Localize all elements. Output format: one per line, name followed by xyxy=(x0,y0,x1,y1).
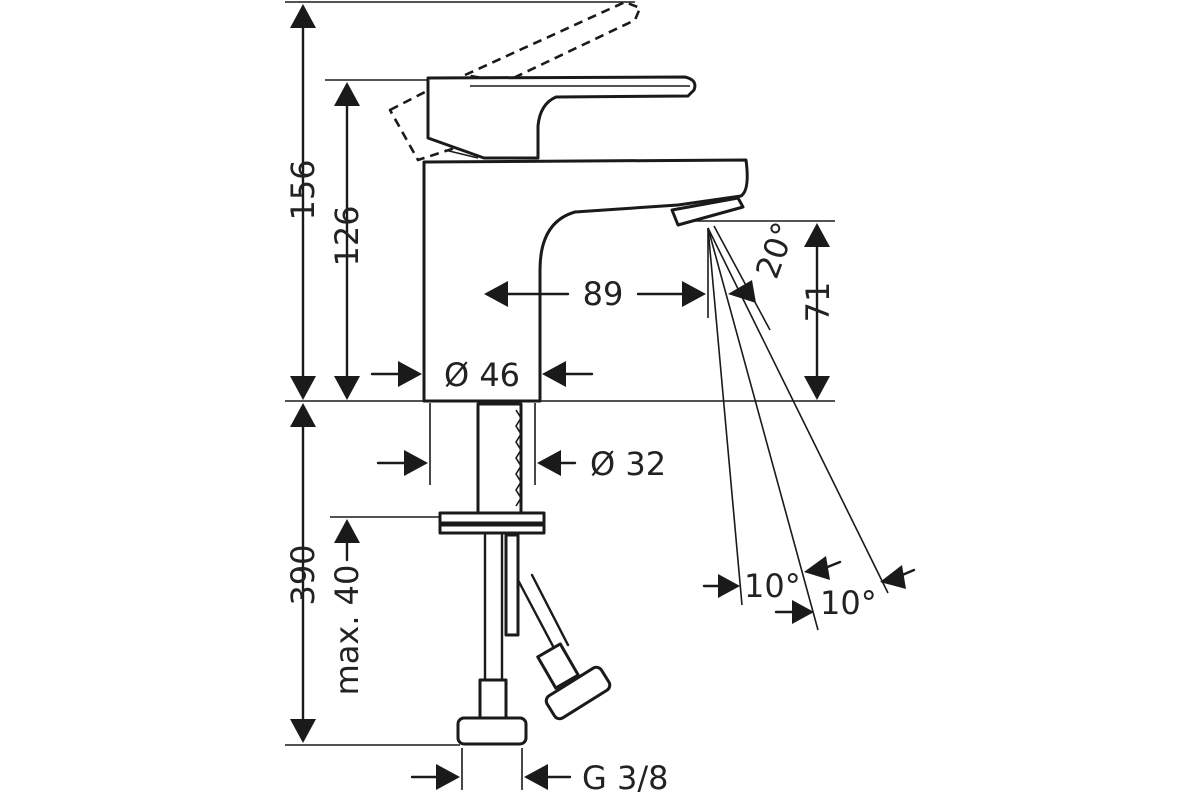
arrowhead-126-top xyxy=(334,82,360,106)
shank-thread xyxy=(515,409,522,507)
arrowhead-156-top xyxy=(290,4,316,28)
hose-cold-nut xyxy=(456,716,528,746)
lever-hub-edge xyxy=(444,149,479,159)
lever-handle xyxy=(426,75,697,160)
arrowhead-g38-right xyxy=(524,764,548,790)
extension-lines xyxy=(285,1,835,790)
hose-hot-ferrule xyxy=(536,642,580,690)
arrowhead-46-right xyxy=(542,361,566,387)
arrowhead-89-right xyxy=(682,281,706,307)
arrowhead-20deg xyxy=(728,280,756,303)
arrowhead-156-bottom xyxy=(290,376,316,400)
lever-raised-position xyxy=(388,0,642,162)
arrowhead-32-left xyxy=(404,450,428,476)
arrowhead-10b-left xyxy=(792,600,814,624)
spray-lines xyxy=(707,225,889,631)
installation-parts xyxy=(438,402,612,746)
arrowhead-max40 xyxy=(334,519,360,543)
label-max-40: max. 40 xyxy=(328,565,366,696)
dimension-labels: 156 126 390 max. 40 71 20° 89 Ø 46 Ø 32 … xyxy=(284,159,877,797)
aerator xyxy=(670,196,745,227)
dimension-lines xyxy=(290,4,916,790)
arrowhead-390-top xyxy=(290,403,316,427)
spray-line-1 xyxy=(707,227,743,606)
faucet-body xyxy=(422,158,749,403)
hose-hot-nut xyxy=(544,665,612,721)
label-126: 126 xyxy=(328,205,366,266)
arrowhead-10b-right xyxy=(880,565,906,589)
label-diameter-32: Ø 32 xyxy=(590,445,666,483)
label-g-3-8: G 3/8 xyxy=(582,759,668,797)
spray-line-3 xyxy=(707,227,889,594)
spray-line-2 xyxy=(707,227,819,631)
lever-raised-handle xyxy=(463,0,642,84)
label-10-degrees-b: 10° xyxy=(820,584,877,622)
label-156: 156 xyxy=(284,159,322,220)
spray-line-4 xyxy=(713,225,771,331)
arrowhead-71-top xyxy=(804,223,830,247)
label-89: 89 xyxy=(583,275,624,313)
hose-cold-ferrule xyxy=(478,678,508,722)
threaded-rod xyxy=(504,533,520,637)
label-10-degrees-a: 10° xyxy=(744,567,801,605)
threaded-shank xyxy=(476,402,523,516)
arrowhead-10a-right xyxy=(804,556,830,580)
arrowhead-71-bottom xyxy=(804,376,830,400)
label-diameter-46: Ø 46 xyxy=(444,356,520,394)
hose-hot-lower xyxy=(530,573,570,647)
arrowhead-g38-left xyxy=(436,764,460,790)
arrowhead-126-bottom xyxy=(334,376,360,400)
arrowhead-390-bottom xyxy=(290,719,316,743)
label-390: 390 xyxy=(284,544,322,605)
arrowhead-10a-left xyxy=(718,574,740,598)
fixing-nut xyxy=(438,523,546,535)
label-71: 71 xyxy=(799,282,837,323)
arrowhead-46-left xyxy=(398,361,422,387)
hose-hot-upper xyxy=(516,578,557,652)
arrowhead-32-right xyxy=(537,450,561,476)
arrowhead-89-left xyxy=(484,281,508,307)
fixing-plate-washer xyxy=(438,511,546,525)
faucet xyxy=(422,75,749,403)
label-20-degrees: 20° xyxy=(748,217,803,283)
